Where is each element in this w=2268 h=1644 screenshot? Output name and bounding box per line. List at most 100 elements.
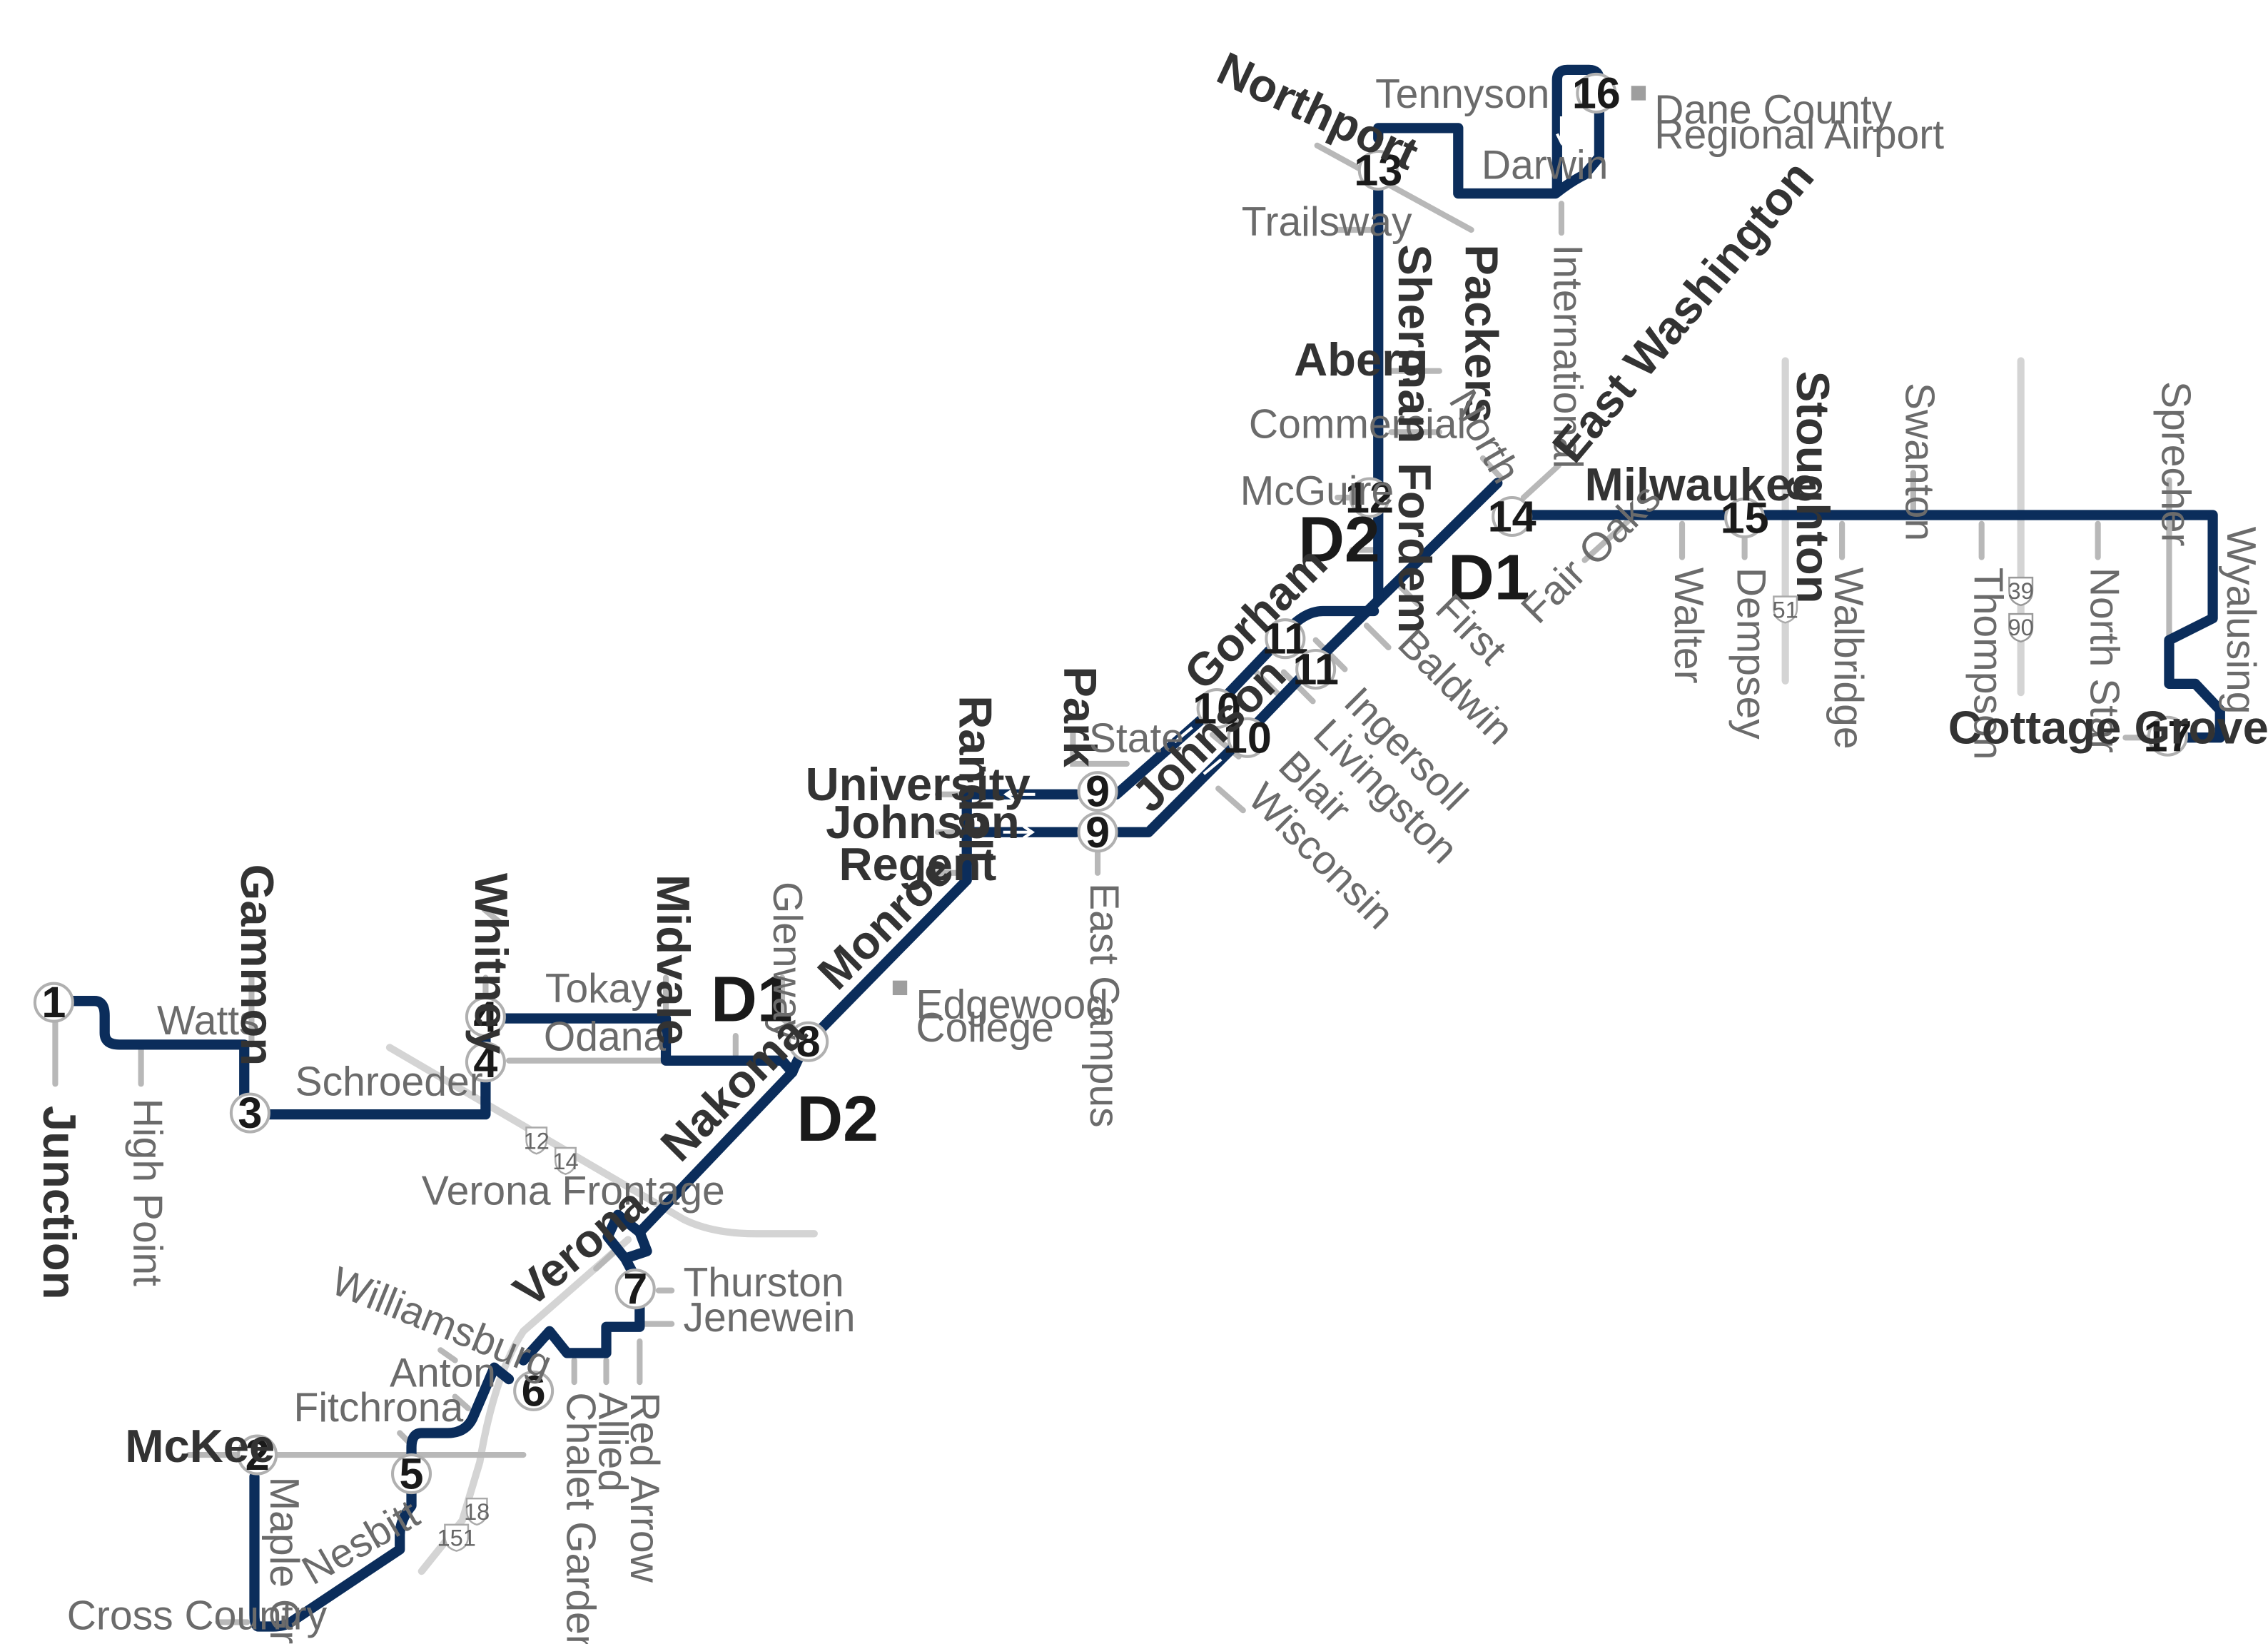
svg-text:13: 13	[1354, 146, 1402, 194]
svg-text:9: 9	[1085, 808, 1110, 857]
label-fordem: Fordem	[1389, 463, 1441, 633]
svg-text:3: 3	[238, 1089, 262, 1137]
poi-edgewood-line2: College	[916, 1005, 1053, 1051]
svg-text:6: 6	[522, 1366, 546, 1415]
svg-text:12: 12	[524, 1127, 550, 1154]
us-highway-shield-icon: 18	[464, 1497, 490, 1526]
label-tokay: Tokay	[545, 966, 652, 1012]
svg-text:16: 16	[1572, 69, 1621, 117]
label-walbridge: Walbridge	[1826, 568, 1871, 750]
label-anton: Anton	[390, 1350, 496, 1396]
stop-5: 5	[391, 1450, 432, 1498]
label-chalet-gardens: Chalet Gardens	[558, 1392, 604, 1644]
label-thurston: Thurston	[683, 1260, 844, 1306]
svg-text:2: 2	[245, 1431, 270, 1479]
stop-16: 16	[1572, 69, 1621, 117]
us-highway-shield-icon: 14	[552, 1146, 579, 1175]
label-whitney: Whitney	[465, 873, 517, 1054]
svg-text:5: 5	[400, 1450, 424, 1498]
svg-text:4: 4	[473, 993, 497, 1042]
label-thompson: Thompson	[1965, 568, 2010, 760]
svg-text:8: 8	[796, 1017, 821, 1066]
svg-text:12: 12	[1345, 473, 1394, 522]
poi-airport-line1: Dane County	[1654, 87, 1892, 133]
label-randall: Randall	[950, 695, 1002, 864]
label-odana: Odana	[544, 1014, 667, 1059]
svg-text:7: 7	[623, 1265, 647, 1313]
stop-10-johnson: 10	[1223, 713, 1272, 762]
poi-square-icon	[1631, 86, 1646, 101]
label-midvale: Midvale	[647, 874, 699, 1045]
label-trailsway: Trailsway	[1242, 199, 1412, 245]
label-cross-country: Cross Country	[67, 1593, 328, 1639]
stop-3: 3	[229, 1089, 270, 1137]
us-highway-shield-icon: 151	[437, 1523, 476, 1552]
us-highway-shield-icon: 12	[524, 1126, 550, 1155]
points-of-interest: Dane County Regional Airport Edgewood Co…	[892, 86, 1944, 1051]
label-sprecher: Sprecher	[2152, 381, 2198, 547]
label-aberg: Aberg	[1294, 333, 1428, 385]
svg-text:9: 9	[1085, 767, 1110, 816]
svg-text:14: 14	[552, 1148, 578, 1174]
svg-text:90: 90	[2008, 614, 2034, 640]
stop-17: 17	[2143, 712, 2192, 760]
stop-9-johnson: 9	[1077, 808, 1118, 857]
svg-text:39: 39	[2008, 578, 2034, 604]
stop-14: 14	[1488, 493, 1537, 541]
svg-text:10: 10	[1223, 713, 1272, 762]
interstate-shield-icon: 39	[2008, 576, 2034, 607]
poi-airport-line2: Regional Airport	[1654, 112, 1944, 158]
label-jenewein: Jenewein	[683, 1295, 855, 1341]
label-high-point: High Point	[124, 1099, 170, 1286]
label-international: International	[1545, 244, 1591, 468]
label-park: Park	[1054, 666, 1106, 767]
label-mcguire: McGuire	[1240, 468, 1394, 514]
label-university: University	[806, 758, 1031, 810]
label-regent: Regent	[839, 838, 996, 890]
stop-9-university: 9	[1077, 767, 1118, 816]
svg-text:1: 1	[41, 978, 66, 1027]
svg-text:14: 14	[1488, 493, 1537, 541]
label-dempsey: Dempsey	[1728, 568, 1773, 740]
segment-d2-west: D2	[796, 1083, 879, 1154]
label-sherman: Sherman	[1389, 244, 1441, 443]
label-glenway: Glenway	[764, 882, 810, 1040]
segment-d1-east: D1	[1448, 542, 1530, 613]
stop-13: 13	[1354, 146, 1402, 194]
label-tennyson: Tennyson	[1375, 71, 1549, 117]
label-commercial: Commercial	[1249, 401, 1466, 447]
label-walter: Walter	[1666, 568, 1711, 684]
stop-15: 15	[1721, 494, 1769, 543]
segment-labels: D1 D2 D1 D2	[711, 504, 1529, 1154]
label-johnson-west: Johnson	[826, 796, 1020, 848]
direction-arrow-icon	[1003, 116, 1567, 839]
label-gammon: Gammon	[231, 864, 283, 1066]
svg-text:17: 17	[2143, 712, 2192, 760]
svg-text:11: 11	[1292, 645, 1339, 693]
label-packers: Packers	[1455, 244, 1507, 423]
stop-11-johnson: 11	[1292, 645, 1339, 693]
label-darwin: Darwin	[1482, 143, 1608, 188]
svg-text:15: 15	[1721, 494, 1769, 543]
label-wyalusing: Wyalusing	[2218, 527, 2264, 715]
label-red-arrow: Red Arrow	[622, 1392, 667, 1583]
stop-2: 2	[237, 1431, 278, 1479]
segment-d2-east: D2	[1298, 504, 1380, 575]
label-stoughton: Stoughton	[1787, 371, 1839, 604]
stop-12: 12	[1345, 473, 1394, 522]
stop-8: 8	[788, 1017, 829, 1066]
label-allied: Allied	[589, 1392, 635, 1492]
svg-text:11: 11	[1262, 615, 1309, 663]
segment-d1-west: D1	[711, 964, 793, 1035]
svg-text:4: 4	[473, 1038, 497, 1086]
svg-text:51: 51	[1773, 596, 1798, 622]
highway-shields: 12 14 18 151 51 39 90	[437, 576, 2034, 1552]
label-verona-frontage: Verona Frontage	[422, 1168, 725, 1214]
bus-stops: 1 2 3 4 4 5 6 7 8 9 9 10 10 11 11 12 13 …	[33, 69, 2192, 1498]
us-highway-shield-icon: 51	[1773, 595, 1798, 624]
stop-7: 7	[614, 1265, 656, 1313]
label-cottage-grove: Cottage Grove	[1948, 701, 2268, 753]
stop-4-tokay: 4	[465, 993, 506, 1042]
label-fitchrona: Fitchrona	[294, 1385, 464, 1431]
